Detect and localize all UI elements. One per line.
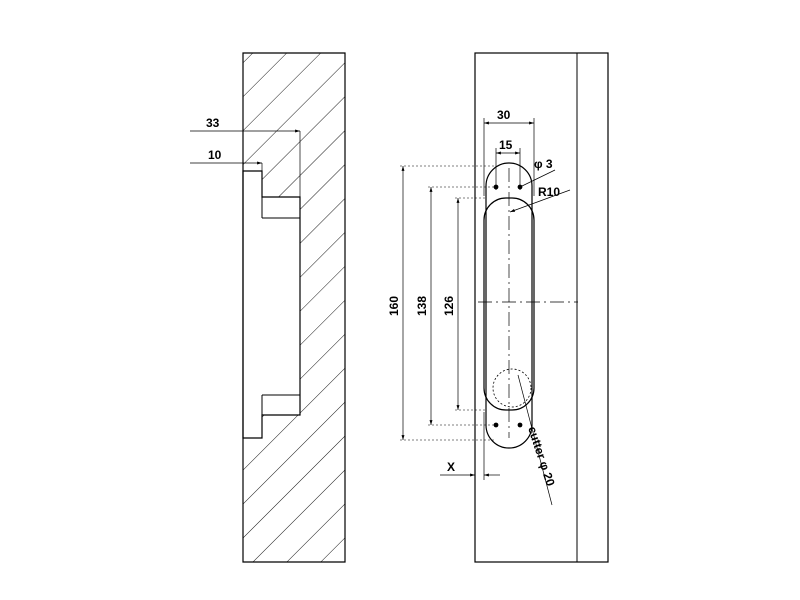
cutter-label: cutter φ 20: [525, 425, 558, 489]
dim-138-label: 138: [415, 296, 429, 316]
cutter-leader: cutter φ 20: [517, 374, 558, 506]
r10-label: R10: [538, 185, 560, 199]
screw-hole-bottom-left: [493, 422, 499, 428]
screw-hole-bottom-right: [517, 422, 523, 428]
cutter-circle: [492, 368, 532, 408]
dim-160: 160: [387, 165, 495, 441]
door-panel: [474, 52, 609, 563]
dim-138: 138: [415, 186, 494, 426]
dim-126: 126: [442, 197, 486, 411]
dim-x-label: X: [447, 460, 455, 474]
dim-30-label: 30: [497, 108, 511, 122]
dim-33: 33: [190, 116, 301, 197]
section-hatch: [243, 53, 345, 562]
dim-15-label: 15: [499, 138, 513, 152]
section-view: 33 10: [190, 52, 346, 563]
front-view: 30 15 φ 3 R10 160: [387, 52, 609, 563]
hinge-recess: [483, 197, 535, 411]
phi3-leader: φ 3: [519, 157, 556, 188]
dim-33-label: 33: [206, 116, 220, 130]
dim-x: X: [440, 412, 500, 480]
pocket-profile: [242, 170, 301, 439]
phi3-label: φ 3: [534, 157, 553, 171]
dim-10: 10: [190, 148, 263, 171]
dim-30: 30: [483, 108, 535, 196]
r10-leader: R10: [509, 185, 571, 213]
dim-15: 15: [495, 138, 521, 190]
hinge-plate-outline: [485, 162, 533, 449]
dim-10-label: 10: [208, 148, 222, 162]
dim-160-label: 160: [387, 296, 401, 316]
dim-126-label: 126: [442, 296, 456, 316]
